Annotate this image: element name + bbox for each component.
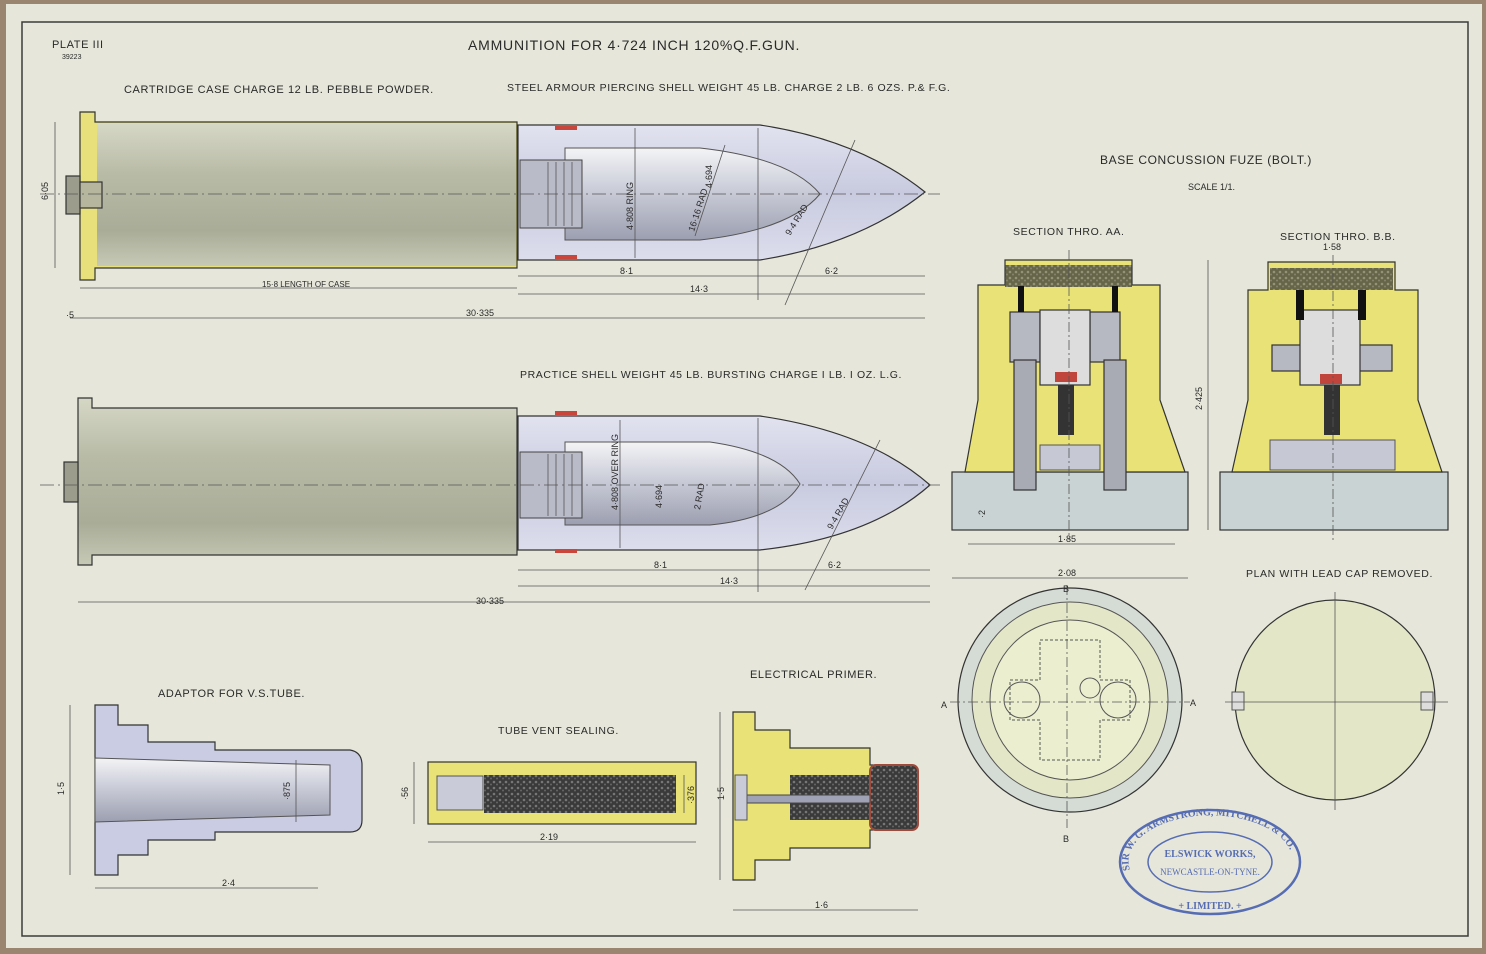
dim-practice-ring: 4·808 OVER RING [610,434,620,510]
dim-adaptor-bore: ·875 [282,782,292,800]
primer-drawing [719,711,919,911]
stamp-line2: NEWCASTLE-ON-TYNE. [1160,867,1260,877]
plate-label: PLATE III [52,39,104,51]
dim-adaptor-length: 2·4 [222,878,235,888]
fuze-scale: SCALE 1/1. [1188,182,1235,192]
dim-practice-a: 8·1 [654,560,667,570]
marker-a-right: A [1190,698,1196,708]
plan-label: PLAN WITH LEAD CAP REMOVED. [1246,568,1433,580]
dim-primer-length: 1·6 [815,900,828,910]
adaptor-drawing [69,704,363,889]
dim-vent-length: 2·19 [540,832,558,842]
primer-caption: ELECTRICAL PRIMER. [750,669,877,681]
cartridge-caption: CARTRIDGE CASE CHARGE 12 LB. PEBBLE POWD… [124,84,434,96]
dim-cartridge-height: 6·05 [40,182,50,200]
stamp-line1: ELSWICK WORKS, [1165,849,1256,860]
plate-number: 39223 [62,54,82,61]
dim-adaptor-height: 1·5 [56,782,66,795]
fuze-title: BASE CONCUSSION FUZE (BOLT.) [1100,153,1312,167]
dim-practice-b: 14·3 [720,576,738,586]
stamp-bottom: + LIMITED. + [1178,901,1242,912]
dim-primer-height: 1·5 [716,787,726,800]
tube-vent-drawing [413,761,697,843]
practice-shell-drawing [40,397,940,603]
dim-ap-body: 4·694 [704,165,714,188]
section-bb-label: SECTION THRO. B.B. [1280,231,1396,243]
dim-case-length: 15·8 LENGTH OF CASE [262,280,350,289]
ap-shell-caption: STEEL ARMOUR PIERCING SHELL WEIGHT 45 LB… [507,82,950,94]
marker-b-bottom: B [1063,834,1069,844]
dim-ap-c: 6·2 [825,266,838,276]
section-aa-label: SECTION THRO. AA. [1013,226,1125,238]
tube-vent-caption: TUBE VENT SEALING. [498,725,619,737]
adaptor-caption: ADAPTOR FOR V.S.TUBE. [158,688,305,700]
plate-title: AMMUNITION FOR 4·724 INCH 120%Q.F.GUN. [468,37,800,53]
dim-fuze-outer: 2·08 [1058,568,1076,578]
dim-bb-width: 1·58 [1323,242,1341,252]
dim-fuze-height: 2·425 [1194,387,1204,410]
fuze-section-bb [1219,255,1449,540]
dim-vent-bore: ·376 [686,786,696,804]
cartridge-ap-shell-drawing [40,111,940,319]
dim-fuze-base: ·2 [977,510,987,518]
dim-rim: ·5 [66,310,74,320]
dim-practice-inner-rad: 2 RAD [692,482,707,510]
plate-border [21,21,1469,937]
dim-practice-c: 6·2 [828,560,841,570]
dim-ap-ring: 4·808 RING [625,182,635,230]
dim-ap-a: 8·1 [620,266,633,276]
marker-a-left: A [941,700,947,710]
marker-b-top: B [1063,584,1069,594]
dim-vent-height: ·56 [400,787,410,800]
dim-fuze-width: 1·85 [1058,534,1076,544]
practice-shell-caption: PRACTICE SHELL WEIGHT 45 LB. BURSTING CH… [520,369,902,381]
dim-overall-1: 30·335 [466,308,494,318]
fuze-section-aa [951,250,1209,579]
dim-overall-2: 30·335 [476,596,504,606]
fuze-plan-view [950,585,1448,828]
dim-practice-body: 4·694 [654,485,664,508]
dim-ap-b: 14·3 [690,284,708,294]
